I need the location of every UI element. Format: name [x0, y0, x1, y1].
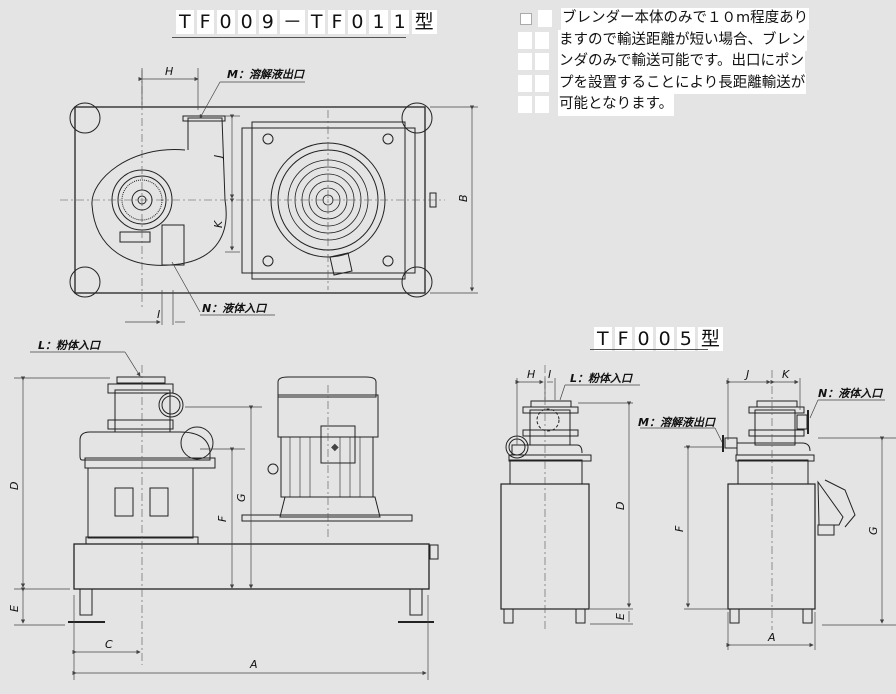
dim-d: D — [614, 502, 627, 510]
dim-g: G — [235, 493, 248, 502]
label-m-outlet: M：溶解液出口 — [638, 416, 716, 429]
front-view-tf005 — [500, 365, 640, 630]
title-underline — [172, 37, 406, 38]
title-char: T — [594, 327, 612, 351]
blender-stand — [87, 467, 194, 539]
dim-d: D — [8, 482, 21, 490]
label-n-inlet: N：液体入口 — [818, 387, 883, 400]
dim-i: I — [157, 308, 160, 321]
dim-f: F — [673, 525, 686, 532]
note-line: ますので輸送距離が短い場合、ブレン — [558, 29, 807, 51]
blender-volute — [91, 117, 227, 266]
dim-c: C — [105, 638, 113, 651]
title-char: 1 — [369, 10, 388, 34]
blender-volute-side — [79, 431, 211, 461]
blender-head — [114, 389, 171, 433]
title-char: 5 — [676, 327, 695, 351]
motor-plate — [241, 127, 416, 274]
dim-f: F — [216, 515, 229, 522]
title-char: 0 — [348, 10, 367, 34]
title-char: 0 — [655, 327, 674, 351]
motor-body — [280, 436, 374, 498]
title-char: － — [279, 10, 305, 34]
leveling-feet — [68, 588, 434, 623]
title-underline — [590, 349, 708, 350]
dim-j: J — [212, 155, 225, 160]
title-char: F — [614, 327, 632, 351]
top-view — [60, 68, 478, 325]
dim-g: G — [867, 526, 880, 535]
cabinet — [727, 483, 816, 610]
dim-b: B — [457, 194, 470, 202]
mitsubishi-logo-icon: ◆ — [331, 442, 339, 453]
terminal-box — [320, 425, 356, 464]
side-view-tf005 — [640, 370, 896, 650]
label-n-inlet: N：液体入口 — [202, 302, 267, 315]
title-char: 0 — [237, 10, 256, 34]
side-view-tf009: ◆ — [14, 351, 439, 680]
title-char: 0 — [634, 327, 653, 351]
title-char: 型 — [697, 327, 723, 351]
title-char: 1 — [390, 10, 409, 34]
title-char: F — [196, 10, 214, 34]
title-char: 型 — [411, 10, 437, 34]
title-char: 0 — [216, 10, 235, 34]
label-l-powder-inlet: L：粉体入口 — [570, 372, 633, 385]
description-note: ブレンダー本体のみで１０m程度あり ますので輸送距離が短い場合、ブレン ンダのみ… — [518, 8, 848, 116]
note-line: ンダのみで輸送可能です。出口にポン — [558, 51, 806, 73]
note-line: プを設置することにより長距離輸送が — [558, 72, 807, 94]
label-m-outlet: M：溶解液出口 — [227, 68, 305, 81]
dim-k: K — [782, 368, 790, 381]
dim-a: A — [249, 658, 258, 671]
bolt-holes — [262, 133, 394, 267]
dim-e: E — [8, 605, 21, 612]
note-line: ブレンダー本体のみで１０m程度あり — [561, 8, 810, 30]
title-char: T — [307, 10, 326, 34]
dim-i: I — [548, 368, 551, 381]
dimension-lines — [125, 68, 478, 325]
dim-a: A — [767, 631, 776, 644]
foot-circles — [69, 102, 433, 298]
title-char: 9 — [258, 10, 277, 34]
label-l-powder-inlet: L：粉体入口 — [38, 339, 101, 352]
motor-top — [277, 376, 377, 398]
title-char: T — [176, 10, 194, 34]
dim-k: K — [212, 220, 225, 228]
dim-j: J — [744, 368, 749, 381]
base-frame — [73, 543, 430, 590]
dim-e: E — [614, 613, 627, 620]
center-lines — [60, 70, 445, 310]
title-char: F — [328, 10, 346, 34]
dim-h: H — [527, 368, 535, 381]
note-line: 可能となります。 — [558, 94, 675, 116]
switch-box — [817, 480, 844, 526]
dimension-lines — [14, 351, 429, 680]
dim-h: H — [165, 65, 173, 78]
bullet-box-icon — [520, 12, 532, 25]
